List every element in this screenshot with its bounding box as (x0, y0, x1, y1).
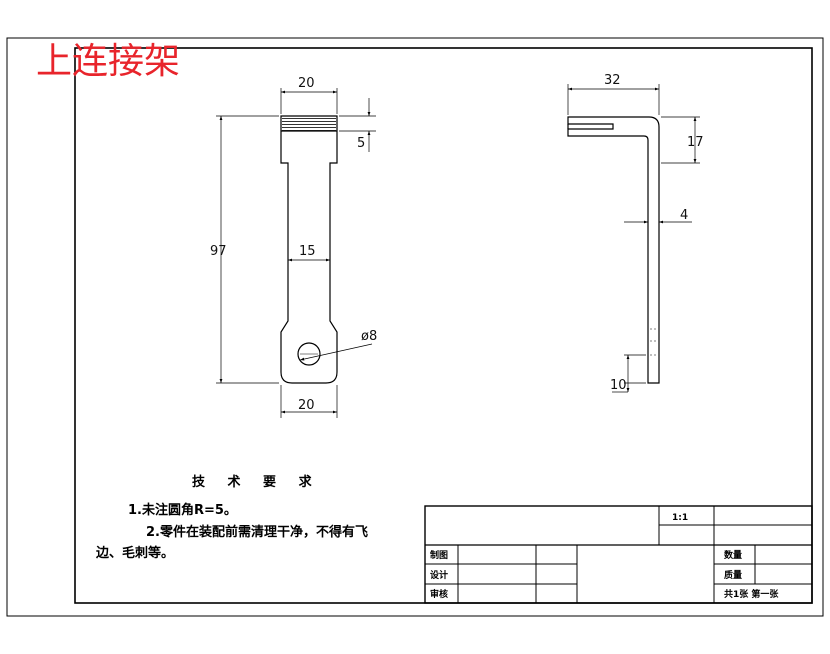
note-line-2: 2.零件在装配前需清理干净，不得有飞 (146, 524, 368, 540)
drawing-title: 上连接架 (36, 41, 180, 82)
dim-mid-width: 15 (299, 244, 316, 259)
inner-border (74, 47, 813, 604)
dim-thickness: 4 (680, 208, 688, 223)
mounting-hole (297, 342, 321, 366)
side-view (567, 116, 660, 384)
front-dimensions (216, 88, 376, 418)
part-outline-front (280, 115, 338, 384)
dim-hole: ø8 (361, 329, 377, 344)
front-view (280, 115, 338, 384)
drawn-by-label: 制图 (430, 549, 448, 561)
dim-top-width: 20 (298, 76, 315, 91)
outer-border (6, 37, 824, 617)
dim-bottom-width: 20 (298, 398, 315, 413)
dim-side-top-width: 32 (604, 73, 621, 88)
weight-label: 质量 (724, 569, 742, 581)
side-dimensions (567, 84, 700, 393)
notes-heading: 技 术 要 求 (192, 474, 321, 490)
checked-by-label: 审核 (430, 588, 448, 600)
quantity-label: 数量 (724, 549, 742, 561)
scale-value: 1:1 (672, 513, 688, 523)
sheets-label: 共1张 第一张 (724, 588, 779, 600)
designed-by-label: 设计 (430, 569, 448, 581)
title-block (424, 505, 813, 604)
note-line-1: 1.未注圆角R=5。 (128, 502, 237, 518)
note-line-3: 边、毛刺等。 (95, 545, 174, 561)
hatched-top (282, 118, 336, 131)
part-outline-side (567, 116, 660, 384)
dim-hook-height: 17 (687, 135, 704, 150)
dim-top-height: 5 (357, 136, 365, 151)
dim-bottom-length: 10 (610, 378, 627, 393)
dim-total-length: 97 (210, 244, 227, 259)
